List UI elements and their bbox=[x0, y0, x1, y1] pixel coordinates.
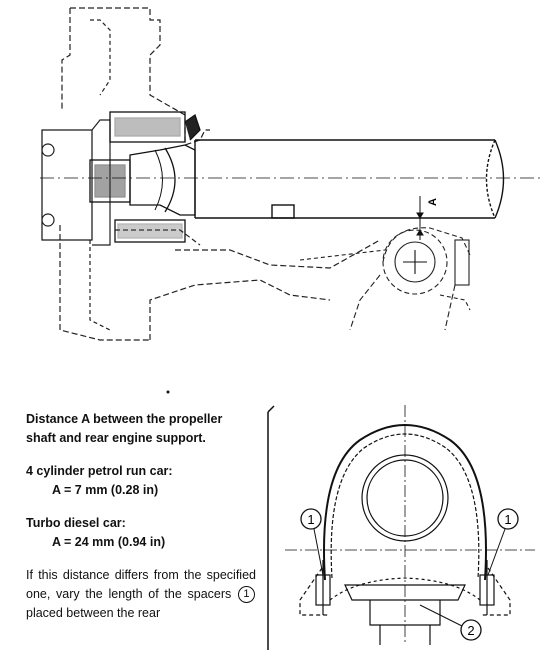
rear-engine-support bbox=[299, 227, 471, 331]
petrol-value: A = 7 mm (0.28 in) bbox=[52, 483, 159, 497]
callout-left-number: 1 bbox=[307, 512, 314, 527]
spacer-ref-badge: 1 bbox=[237, 586, 255, 604]
heading-line-1: Distance A between the propeller bbox=[26, 412, 223, 426]
petrol-label: 4 cylinder petrol run car: bbox=[26, 464, 173, 478]
dimension-a-label: A bbox=[427, 198, 439, 206]
callout-left: 1 bbox=[300, 508, 324, 576]
diesel-value: A = 24 mm (0.94 in) bbox=[52, 535, 166, 549]
callout-right: 1 bbox=[487, 508, 519, 576]
gearbox-housing bbox=[41, 7, 381, 341]
instruction-text: Distance A between the propeller shaft a… bbox=[26, 410, 256, 637]
support-cross-section bbox=[267, 405, 535, 650]
heading: Distance A between the propeller shaft a… bbox=[26, 410, 256, 448]
coupling-assembly bbox=[89, 111, 201, 243]
callout-bottom: 2 bbox=[419, 604, 482, 641]
page-mark bbox=[166, 390, 170, 394]
dimension-a bbox=[416, 196, 424, 240]
heading-line-2: shaft and rear engine support. bbox=[26, 431, 206, 445]
diesel-label: Turbo diesel car: bbox=[26, 516, 126, 530]
callout-right-number: 1 bbox=[504, 512, 511, 527]
petrol-spec: 4 cylinder petrol run car: A = 7 mm (0.2… bbox=[26, 462, 256, 500]
propeller-shaft bbox=[40, 139, 540, 219]
instruction-part-2: placed between the rear bbox=[26, 606, 161, 620]
instruction-paragraph: If this distance differs from the specif… bbox=[26, 566, 256, 623]
instruction-part-1: If this distance differs from the specif… bbox=[26, 568, 256, 601]
callout-bottom-number: 2 bbox=[467, 623, 474, 638]
diesel-spec: Turbo diesel car: A = 24 mm (0.94 in) bbox=[26, 514, 256, 552]
